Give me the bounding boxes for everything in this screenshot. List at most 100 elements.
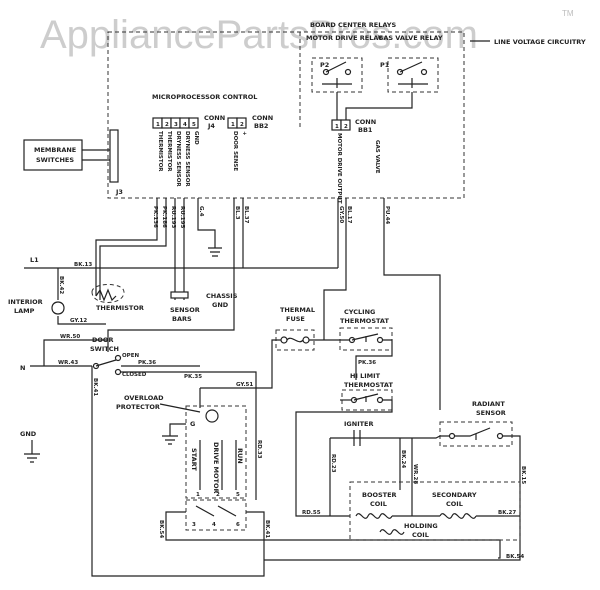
hi-limit-to-burner <box>295 399 393 517</box>
wire-label: BL.3 <box>234 206 240 220</box>
wire-label: GY.50 <box>338 206 344 223</box>
bb1-pin-label: GAS VALVE <box>374 140 380 174</box>
relay-p2-label: P2 <box>320 61 329 69</box>
bb2-pin-label: + <box>241 131 247 136</box>
thermal-fuse-label: FUSE <box>286 315 305 323</box>
wire-label: BL.17 <box>346 206 352 224</box>
holding-coil-label: COIL <box>412 531 429 539</box>
booster-coil-label: BOOSTER <box>362 491 397 499</box>
door-sense-wire <box>107 198 235 352</box>
wire-label: G.4 <box>198 206 204 217</box>
bb2-conn-label: CONN <box>252 114 273 122</box>
thermal-fuse-label: THERMAL <box>280 306 315 314</box>
bb2-pin-label: DOOR SENSE <box>232 131 238 171</box>
j3-connector <box>109 129 119 183</box>
relay-p1-label: P1 <box>380 61 390 69</box>
overload-label: PROTECTOR <box>116 403 160 411</box>
wire-label: BK.41 <box>264 520 270 538</box>
j4-pin-label: DRYNESS SENSOR <box>184 131 190 187</box>
membrane-label: SWITCHES <box>36 156 74 164</box>
gas-valve-box <box>349 481 521 541</box>
motor-ground <box>162 423 186 445</box>
wire-label: BK.54 <box>158 520 164 538</box>
bk54-loop <box>165 511 501 559</box>
motor-terminal-6: 6 <box>236 522 240 528</box>
microprocessor-enclosure <box>107 31 465 199</box>
bb2-id-label: BB2 <box>254 122 268 130</box>
hi-limit-label: THERMOSTAT <box>344 381 393 389</box>
overload-protector-symbol <box>205 409 219 423</box>
wire-label: RD.23 <box>330 454 336 473</box>
wire-label: BK.13 <box>74 262 92 268</box>
wire-label: PK.186 <box>161 206 167 228</box>
bb1-conn-label: CONN <box>355 118 376 126</box>
j4-pin-1: 1 <box>156 122 160 128</box>
watermark-trademark: TM <box>562 9 574 18</box>
thermal-fuse-terminal <box>280 336 288 344</box>
wire-label: GY.12 <box>70 318 87 324</box>
motor-relay-label: MOTOR DRIVE RELAY <box>306 34 383 42</box>
gas-relay-switch <box>398 61 428 88</box>
wire-label: PU.44 <box>384 206 390 224</box>
thermal-fuse-element <box>286 337 304 343</box>
door-closed-label: CLOSED <box>122 372 147 378</box>
gas-relay-contact <box>420 68 428 76</box>
ground-wire <box>197 198 216 248</box>
interior-lamp-label: INTERIOR <box>8 298 43 306</box>
lamp-return <box>57 316 106 325</box>
motor-drive-relay: MOTOR DRIVE RELAY P2 <box>306 34 383 93</box>
igniter-label: IGNITER <box>344 420 374 428</box>
cycling-thermostat-label: CYCLING <box>344 308 375 316</box>
j4-pin-2: 2 <box>165 122 169 128</box>
microprocessor-label: MICROPROCESSOR CONTROL <box>152 93 257 101</box>
bb1-id-label: BB1 <box>358 126 373 134</box>
motor-relay-switch <box>322 61 352 88</box>
j3-label: J3 <box>115 188 123 196</box>
bb1-pin-2: 2 <box>344 124 348 130</box>
j4-pin-label: THERMISTOR <box>157 131 163 172</box>
j4-pin-3: 3 <box>174 122 178 128</box>
interior-lamp-symbol <box>51 301 65 315</box>
centrifugal-switch <box>195 505 237 517</box>
motor-g-label: G <box>190 420 195 428</box>
thermistor-wire-b <box>99 198 167 300</box>
wire-label: WR.43 <box>58 360 78 366</box>
booster-coil-symbol <box>355 513 393 519</box>
thermistor-label: THERMISTOR <box>96 304 144 312</box>
door-switch-terminal <box>114 368 122 376</box>
secondary-coil-label: SECONDARY <box>432 491 477 499</box>
cycling-thermostat-leads <box>324 339 393 380</box>
j4-pin-5: 5 <box>192 122 196 128</box>
bl17-wire <box>323 198 347 340</box>
n-lamp-branch <box>43 339 108 366</box>
thermal-fuse-box <box>275 329 315 351</box>
gas-valve-wire <box>383 198 441 410</box>
j4-pin-label: GND <box>193 131 199 145</box>
wire-label: PK.36 <box>358 360 376 366</box>
door-switch-label: SWITCH <box>90 345 119 353</box>
connector-bb2: 1 2 CONN BB2 DOOR SENSE + <box>227 114 273 171</box>
thermistor-symbol <box>95 288 117 302</box>
bb1-pin-label: MOTOR DRIVE OUTPUT <box>336 133 342 204</box>
motor-terminal-2: 2 <box>216 492 220 498</box>
overload-label: OVERLOAD <box>124 394 164 402</box>
motor-terminal-3: 3 <box>192 522 196 528</box>
start-winding-label: START <box>190 448 198 471</box>
door-switch-terminal <box>92 362 100 370</box>
wire-label: BK.54 <box>506 554 524 560</box>
wire-label: RD.55 <box>302 510 321 516</box>
booster-coil-label: COIL <box>370 500 387 508</box>
wire-label: BK.15 <box>520 466 526 484</box>
gnd-label: GND <box>20 430 37 438</box>
cycling-thermostat-switch <box>351 333 379 342</box>
wire-label: BK.41 <box>92 378 98 396</box>
motor-terminal-4: 4 <box>212 522 216 528</box>
connector-j4: 1 2 3 4 5 CONN J4 THERMISTOR THERMISTOR … <box>152 114 225 187</box>
wire-label: GY.51 <box>236 382 253 388</box>
door-switch-label: DOOR <box>92 336 113 344</box>
radiant-sensor-switch <box>400 427 521 470</box>
chassis-gnd-label: CHASSIS <box>206 292 238 300</box>
radiant-sensor-terminal <box>448 432 456 440</box>
wire-label: WR.50 <box>60 334 80 340</box>
